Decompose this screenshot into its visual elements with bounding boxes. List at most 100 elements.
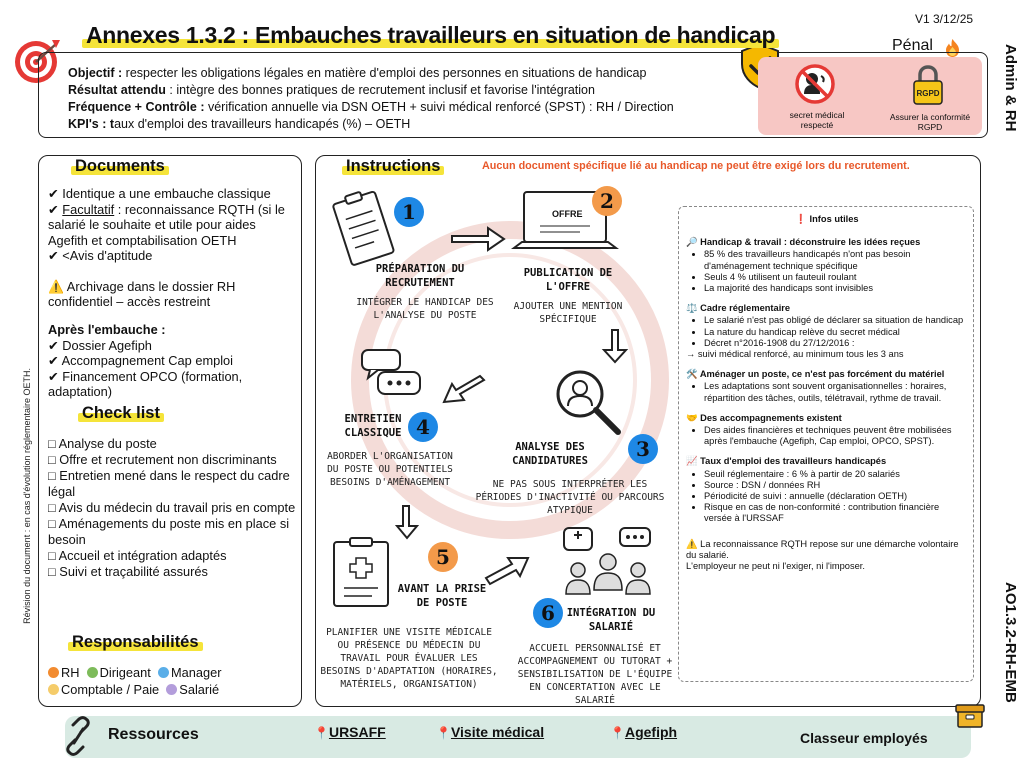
documents-panel xyxy=(38,155,302,707)
infos-text: → suivi médical renforcé, au minimum tou… xyxy=(686,349,904,360)
list-item: ⚠️ Archivage dans le dossier RH confiden… xyxy=(48,278,236,310)
role-dot-rh xyxy=(48,667,59,678)
infos-warning: L'employeur ne peut ni l'exiger, ni l'im… xyxy=(686,561,865,572)
pin-icon: 📍 xyxy=(314,726,329,740)
step-title-6: INTÉGRATION DU SALARIÉ xyxy=(566,607,656,633)
arrow-icon xyxy=(484,557,530,586)
rgpd-tag: RGPD xyxy=(916,89,939,98)
step-title-3: ANALYSE DES CANDIDATURES xyxy=(512,441,588,467)
role-dot-comptable xyxy=(48,684,59,695)
list-item: Source : DSN / données RH xyxy=(704,480,968,491)
laptop-sketch-icon xyxy=(511,191,619,249)
checklist: □ Analyse du poste □ Offre et recrutemen… xyxy=(48,436,298,580)
step-desc-6: ACCUEIL PERSONNALISÉ ET ACCOMPAGNEMENT O… xyxy=(517,643,673,706)
infos-section-title: 🛠️ Aménager un poste, ce n'est pas forcé… xyxy=(686,369,945,380)
checklist-item[interactable]: □ Analyse du poste xyxy=(48,436,157,451)
instructions-title: Instructions xyxy=(341,157,445,175)
revision-note: Révision du document : en cas d'évolutio… xyxy=(22,368,32,624)
checklist-item[interactable]: □ Entretien mené dans le respect du cadr… xyxy=(48,468,290,499)
list-item: 85 % des travailleurs handicapés n'ont p… xyxy=(704,249,968,271)
step-number-3: 3 xyxy=(628,434,658,464)
medical-secret-icon xyxy=(795,64,835,104)
step-number-1: 1 xyxy=(394,197,424,227)
link-ursaff[interactable]: 📍URSAFF xyxy=(314,724,386,740)
version-label: V1 3/12/25 xyxy=(915,12,974,26)
speech-bubbles-sketch-icon xyxy=(361,349,421,395)
arrow-icon xyxy=(395,505,420,540)
step-number-6: 6 xyxy=(533,598,563,628)
resources-bar xyxy=(65,716,971,758)
responsabilites-title: Responsabilités xyxy=(68,633,203,651)
role-dot-salarie xyxy=(166,684,178,695)
document-code: AO1.3.2-RH-EMB xyxy=(1002,582,1019,703)
documents-list: ✔ Identique a une embauche classique ✔ F… xyxy=(48,186,298,310)
medical-clipboard-sketch-icon xyxy=(333,537,389,607)
link-visite-medical[interactable]: 📍Visite médical xyxy=(436,724,545,740)
step-desc-4: ABORDER L'ORGANISATION DU POSTE OU POTEN… xyxy=(327,451,453,488)
page-title: Annexes 1.3.2 : Embauches travailleurs e… xyxy=(81,22,780,48)
medical-secret-label: secret médical respecté xyxy=(789,110,845,130)
instructions-note: Aucun document spécifique lié au handica… xyxy=(482,160,910,172)
list-item: La nature du handicap relève du secret m… xyxy=(704,327,968,338)
role-dot-dirigeant xyxy=(86,667,98,678)
side-label-admin-rh: Admin & RH xyxy=(1002,44,1019,132)
step-desc-1: INTÉGRER LE HANDICAP DES L'ANALYSE DU PO… xyxy=(356,297,494,321)
step-number-4: 4 xyxy=(408,412,438,442)
step-number-5: 5 xyxy=(428,542,458,572)
after-hiring-list: Après l'embauche : ✔ Dossier Agefiph ✔ A… xyxy=(48,322,298,400)
step-title-2: PUBLICATION DE L'OFFRE xyxy=(523,267,613,293)
infos-section-title: 🤝 Des accompagnements existent xyxy=(686,412,842,423)
arrow-icon xyxy=(451,226,506,252)
classeur-employes-label: Classeur employés xyxy=(800,730,928,746)
rgpd-lock-icon: RGPD xyxy=(913,65,943,105)
checklist-item[interactable]: □ Accueil et intégration adaptés xyxy=(48,548,227,563)
step-title-4: ENTRETIEN CLASSIQUE xyxy=(344,413,402,439)
role-dot-manager xyxy=(157,667,169,678)
list-item: ✔ Identique a une embauche classique xyxy=(48,186,271,201)
clipboard-sketch-icon xyxy=(332,190,395,266)
documents-title: Documents xyxy=(71,157,169,175)
list-item: Seuil réglementaire : 6 % à partir de 20… xyxy=(704,469,968,480)
list-item: ✔ Financement OPCO (formation, adaptatio… xyxy=(48,368,243,400)
checklist-item[interactable]: □ Avis du médecin du travail pris en com… xyxy=(48,500,296,515)
resources-label: Ressources xyxy=(108,726,199,743)
checklist-item[interactable]: □ Suivi et traçabilité assurés xyxy=(48,564,208,579)
infos-section-title: 📈 Taux d'emploi des travailleurs handica… xyxy=(686,456,887,467)
header-info: Objectif : respecter les obligations lég… xyxy=(68,66,674,131)
step-desc-5: PLANIFIER UNE VISITE MÉDICALE OU PRÉSENC… xyxy=(320,627,498,690)
step-number-2: 2 xyxy=(592,186,622,216)
infos-warning: ⚠️ La reconnaissance RQTH repose sur une… xyxy=(686,538,959,560)
list-item: ✔ Dossier Agefiph xyxy=(48,337,152,353)
header-box xyxy=(38,52,988,138)
list-item: Risque en cas de non-conformité : contri… xyxy=(704,502,968,524)
compliance-box xyxy=(758,57,982,135)
step-title-1: PRÉPARATION DU RECRUTEMENT xyxy=(375,263,465,289)
list-item: Périodicité de suivi : annuelle (déclara… xyxy=(704,491,968,502)
list-item: ✔ Accompagnement Cap emploi xyxy=(48,353,234,368)
pin-icon: 📍 xyxy=(436,726,451,740)
list-item: Des aides financières et techniques peuv… xyxy=(704,425,968,447)
archive-box-icon xyxy=(955,704,985,728)
step-desc-3: NE PAS SOUS INTERPRÉTER LES PÉRIODES D'I… xyxy=(475,479,665,516)
list-item: ✔ <Avis d'aptitude xyxy=(48,248,153,263)
step-desc-2: AJOUTER UNE MENTION SPÉCIFIQUE xyxy=(513,301,623,325)
magnifier-sketch-icon xyxy=(556,370,621,435)
infos-content: ❗ Infos utiles 🔎 Handicap & travail : dé… xyxy=(686,214,968,572)
list-item: Le salarié n'est pas obligé de déclarer … xyxy=(704,315,968,326)
responsabilites-legend: RH Dirigeant Manager Comptable / Paie Sa… xyxy=(48,664,298,698)
infos-section-title: ⚖️ Cadre réglementaire xyxy=(686,303,791,314)
checklist-item[interactable]: □ Offre et recrutement non discriminants xyxy=(48,452,277,467)
link-icon xyxy=(66,716,90,756)
penal-label: Pénal xyxy=(892,37,933,54)
checklist-item[interactable]: □ Aménagements du poste mis en place si … xyxy=(48,516,290,547)
list-item: Les adaptations sont souvent organisatio… xyxy=(704,381,968,403)
arrow-icon xyxy=(601,329,629,364)
list-item: Décret n°2016-1908 du 27/12/2016 : xyxy=(704,338,968,349)
infos-section-title: 🔎 Handicap & travail : déconstruire les … xyxy=(686,237,921,248)
rgpd-label: Assurer la conformité RGPD xyxy=(889,112,971,132)
list-item: ✔ Facultatif : reconnaissance RQTH (si l… xyxy=(48,201,285,248)
link-agefiph[interactable]: 📍Agefiph xyxy=(610,724,678,740)
checklist-title: Check list xyxy=(78,404,164,422)
step-title-5: AVANT LA PRISE DE POSTE xyxy=(397,583,487,609)
infos-title: ❗ Infos utiles xyxy=(795,214,859,224)
